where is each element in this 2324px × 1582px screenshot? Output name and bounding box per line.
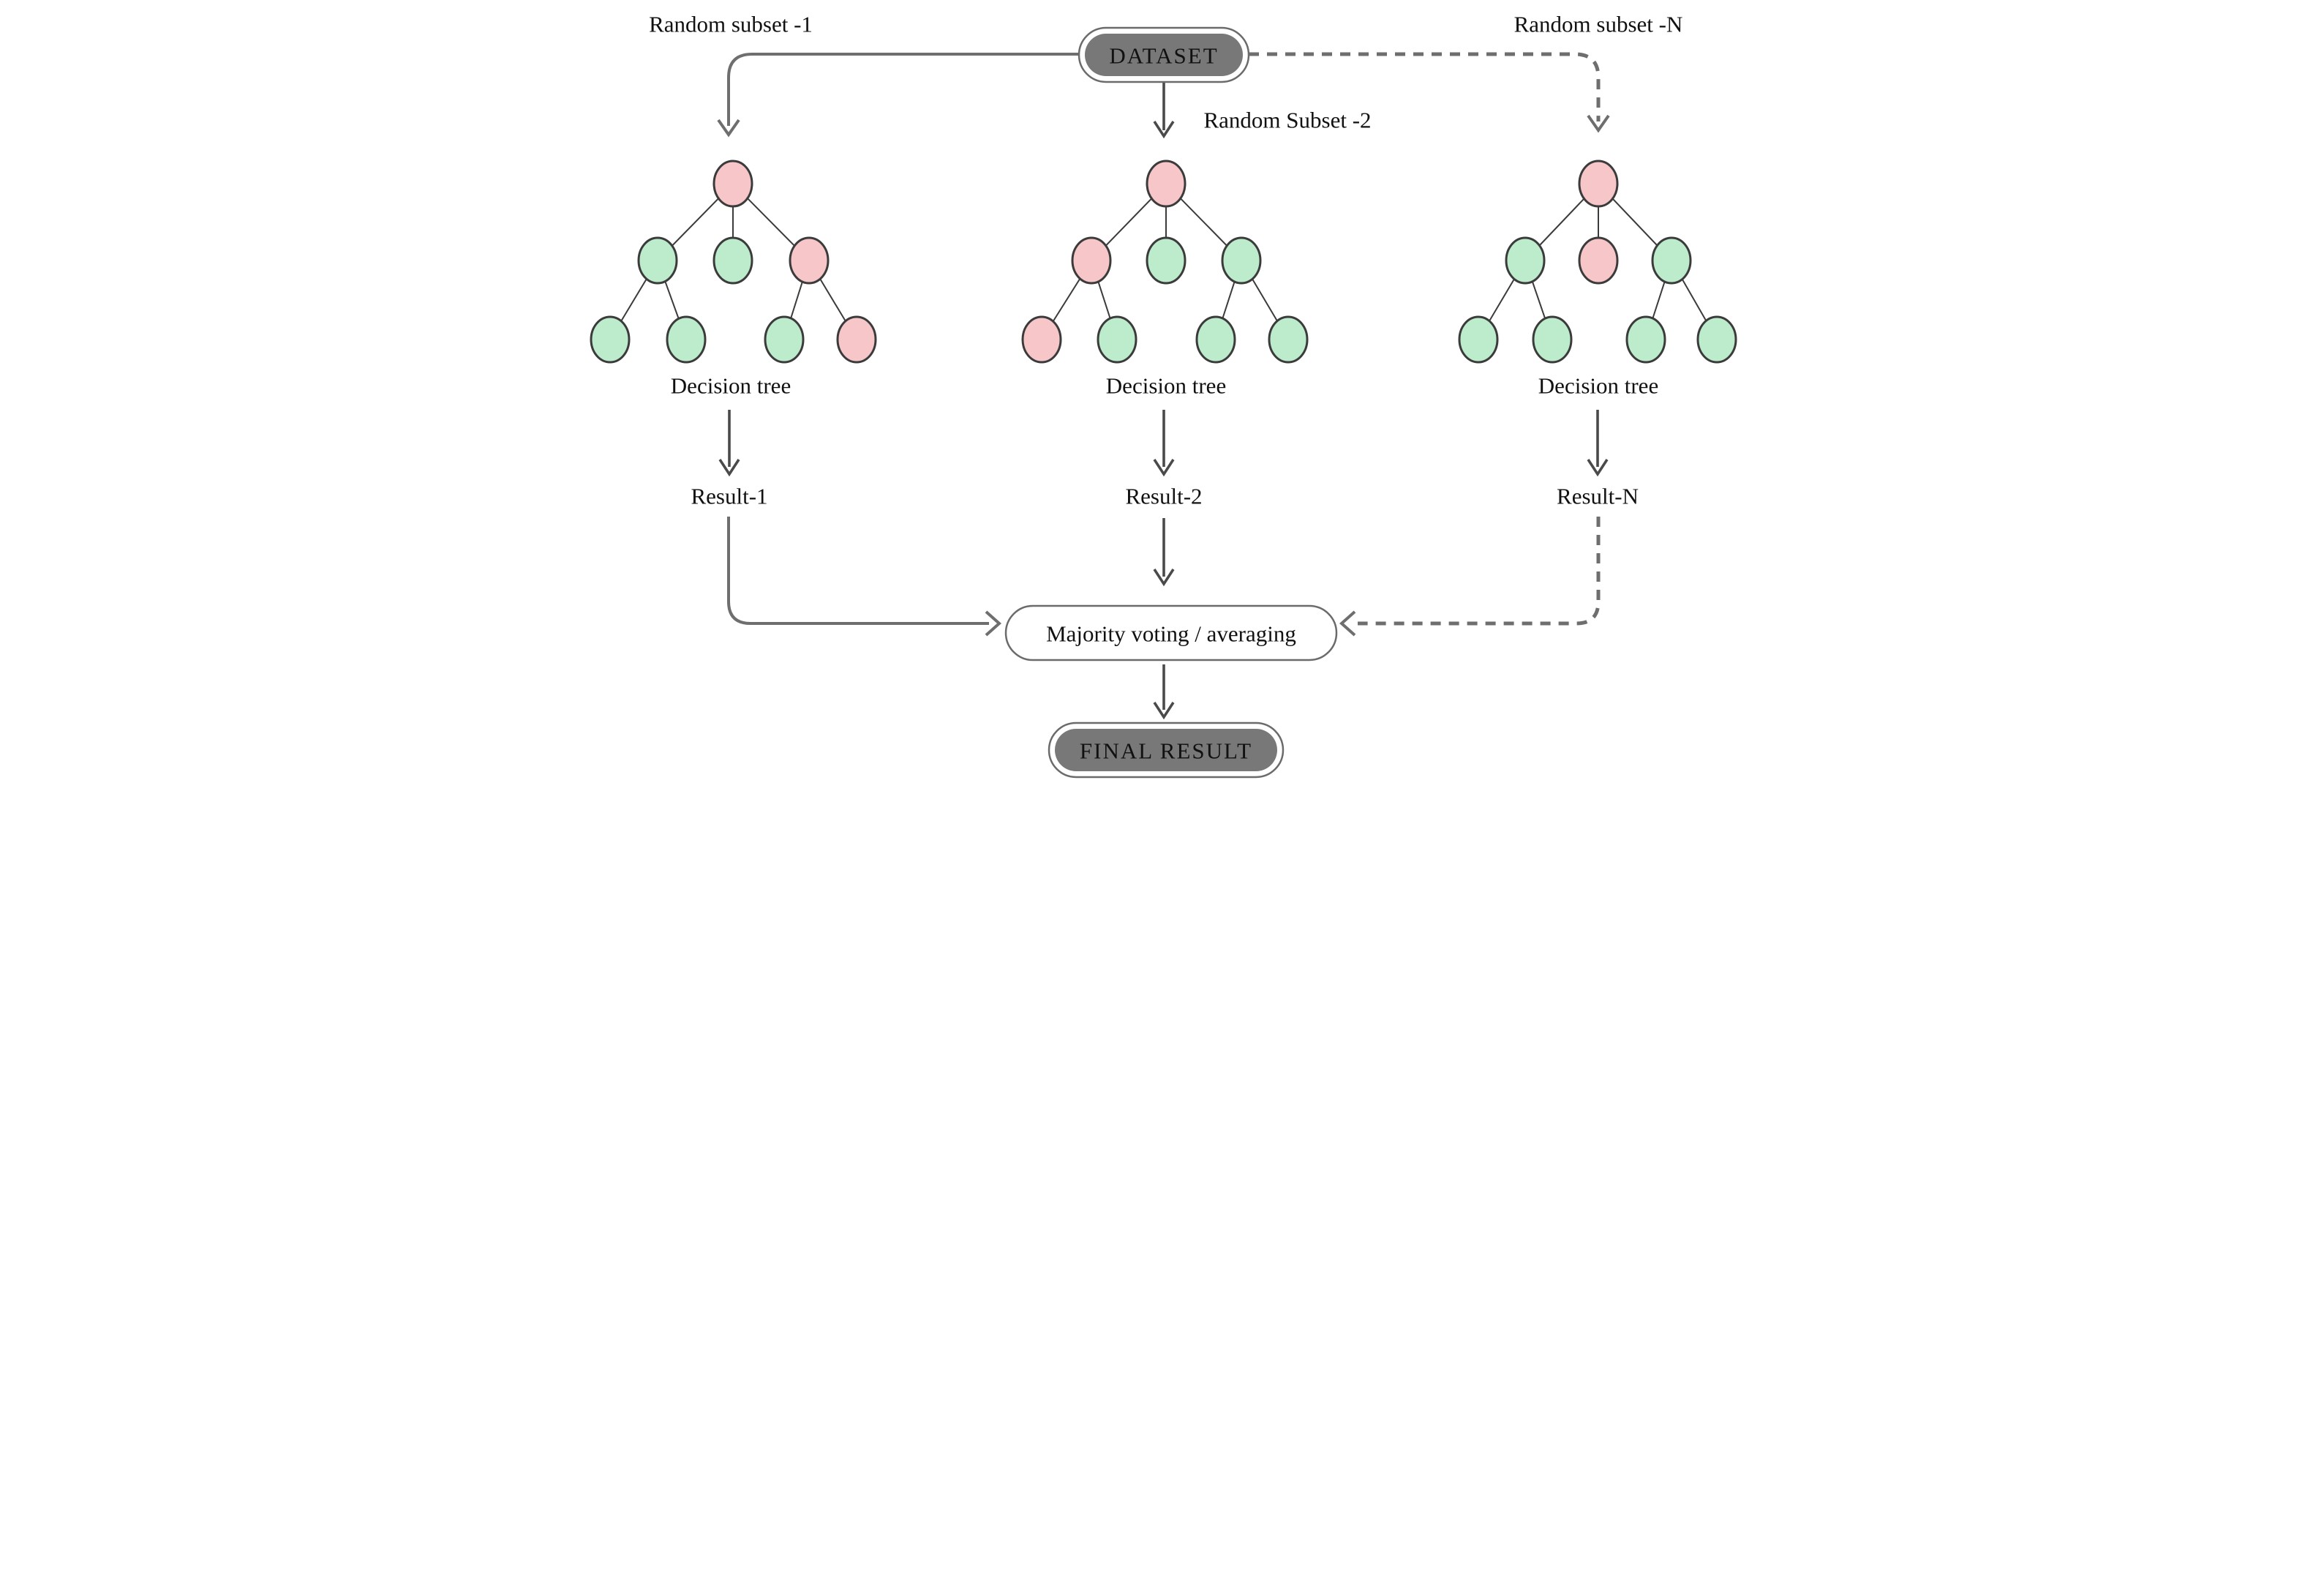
connector-dataset-to-treeN: [1249, 52, 1610, 133]
decision-tree-1: [590, 160, 877, 364]
treeN-l2-node-a: [1505, 236, 1546, 285]
result-2-label: Result-2: [1125, 484, 1202, 509]
treeN-l3-node-d: [1696, 315, 1737, 364]
arrow-treeN-to-resultN: [1587, 410, 1609, 477]
decision-tree-2: [1021, 160, 1309, 364]
final-result-label: FINAL RESULT: [1080, 738, 1252, 764]
random-forest-diagram: Random subset -1 Random Subset -2 Random…: [590, 12, 1737, 779]
tree1-l3-node-a: [590, 315, 631, 364]
dataset-pill: DATASET: [1078, 26, 1250, 83]
tree2-l2-node-a: [1071, 236, 1112, 285]
treeN-l3-node-c: [1625, 315, 1666, 364]
treeN-l3-node-a: [1458, 315, 1499, 364]
tree2-l3-node-d: [1268, 315, 1309, 364]
treeN-l2-node-b: [1578, 236, 1619, 285]
tree1-l2-node-c: [789, 236, 830, 285]
tree2-l3-node-c: [1195, 315, 1236, 364]
decision-tree-2-label: Decision tree: [1106, 373, 1226, 399]
decision-tree-n-label: Decision tree: [1538, 373, 1658, 399]
tree2-l2-node-b: [1146, 236, 1187, 285]
final-result-pill-inner: [1055, 729, 1277, 771]
decision-tree-1-label: Decision tree: [671, 373, 791, 399]
arrowhead-left-majority: [1339, 610, 1356, 637]
tree2-l3-node-b: [1097, 315, 1137, 364]
arrowhead-down-treeN: [1587, 114, 1610, 133]
random-subset-2-label: Random Subset -2: [1203, 108, 1371, 133]
dataset-label: DATASET: [1109, 43, 1218, 69]
tree2-root-node: [1146, 160, 1187, 208]
majority-voting-pill: Majority voting / averaging: [1004, 604, 1338, 661]
arrowhead-down-tree2: [1153, 121, 1175, 139]
arrow-majority-to-final: [1153, 664, 1175, 720]
arrowhead-right-majority: [985, 610, 1002, 637]
treeN-l3-node-b: [1532, 315, 1573, 364]
tree1-l2-node-a: [637, 236, 678, 285]
treeN-root-node: [1578, 160, 1619, 208]
connector-result1-to-majority: [727, 517, 1002, 637]
random-subset-1-label: Random subset -1: [649, 12, 813, 37]
tree1-root-node: [712, 160, 753, 208]
decision-tree-n: [1458, 160, 1737, 364]
result-1-label: Result-1: [691, 484, 767, 509]
tree1-l3-node-b: [666, 315, 707, 364]
arrowhead-down-tree1: [717, 119, 740, 138]
random-subset-n-label: Random subset -N: [1514, 12, 1683, 37]
result-n-label: Result-N: [1557, 484, 1639, 509]
tree1-l3-node-d: [836, 315, 877, 364]
dataset-pill-inner: [1085, 34, 1243, 76]
arrow-tree2-to-result2: [1153, 410, 1175, 477]
arrow-tree1-to-result1: [718, 410, 740, 477]
tree1-l3-node-c: [764, 315, 805, 364]
tree2-l3-node-a: [1021, 315, 1062, 364]
tree1-l2-node-b: [712, 236, 753, 285]
tree2-l2-node-c: [1221, 236, 1262, 285]
majority-voting-label: Majority voting / averaging: [1046, 621, 1296, 647]
connector-dataset-to-tree1: [717, 53, 1079, 138]
diagram-stage: Random subset -1 Random Subset -2 Random…: [581, 0, 1743, 791]
arrow-result2-to-majority: [1153, 518, 1175, 587]
connector-dataset-to-tree2: [1153, 82, 1175, 139]
treeN-l2-node-c: [1651, 236, 1692, 285]
connector-resultN-to-majority: [1339, 517, 1601, 637]
final-result-pill: FINAL RESULT: [1048, 721, 1285, 779]
